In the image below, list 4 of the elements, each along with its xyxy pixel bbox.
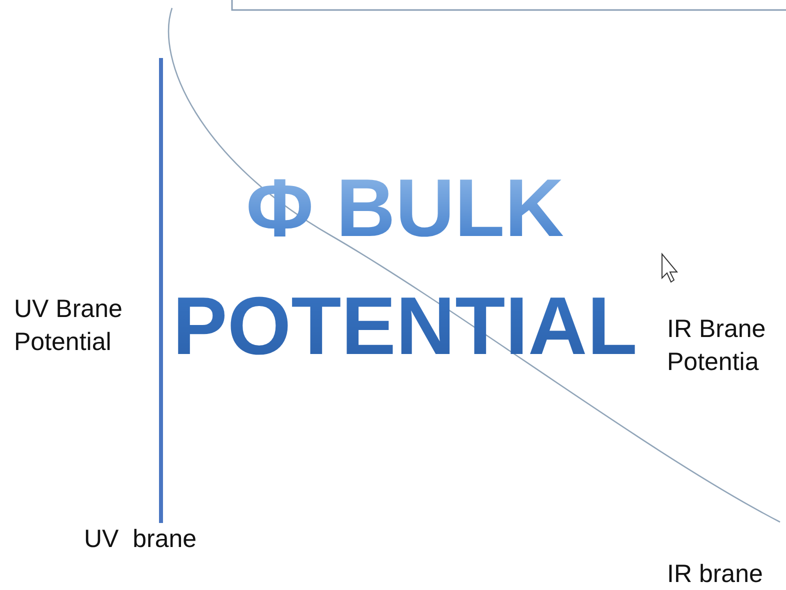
ir-potential-label: IR Brane Potentia bbox=[667, 314, 767, 378]
uv-potential-label: UV Brane Potential bbox=[14, 294, 124, 358]
uv-brane-label: UV brane bbox=[84, 524, 198, 555]
ir-brane-label: IR brane bbox=[667, 559, 764, 590]
